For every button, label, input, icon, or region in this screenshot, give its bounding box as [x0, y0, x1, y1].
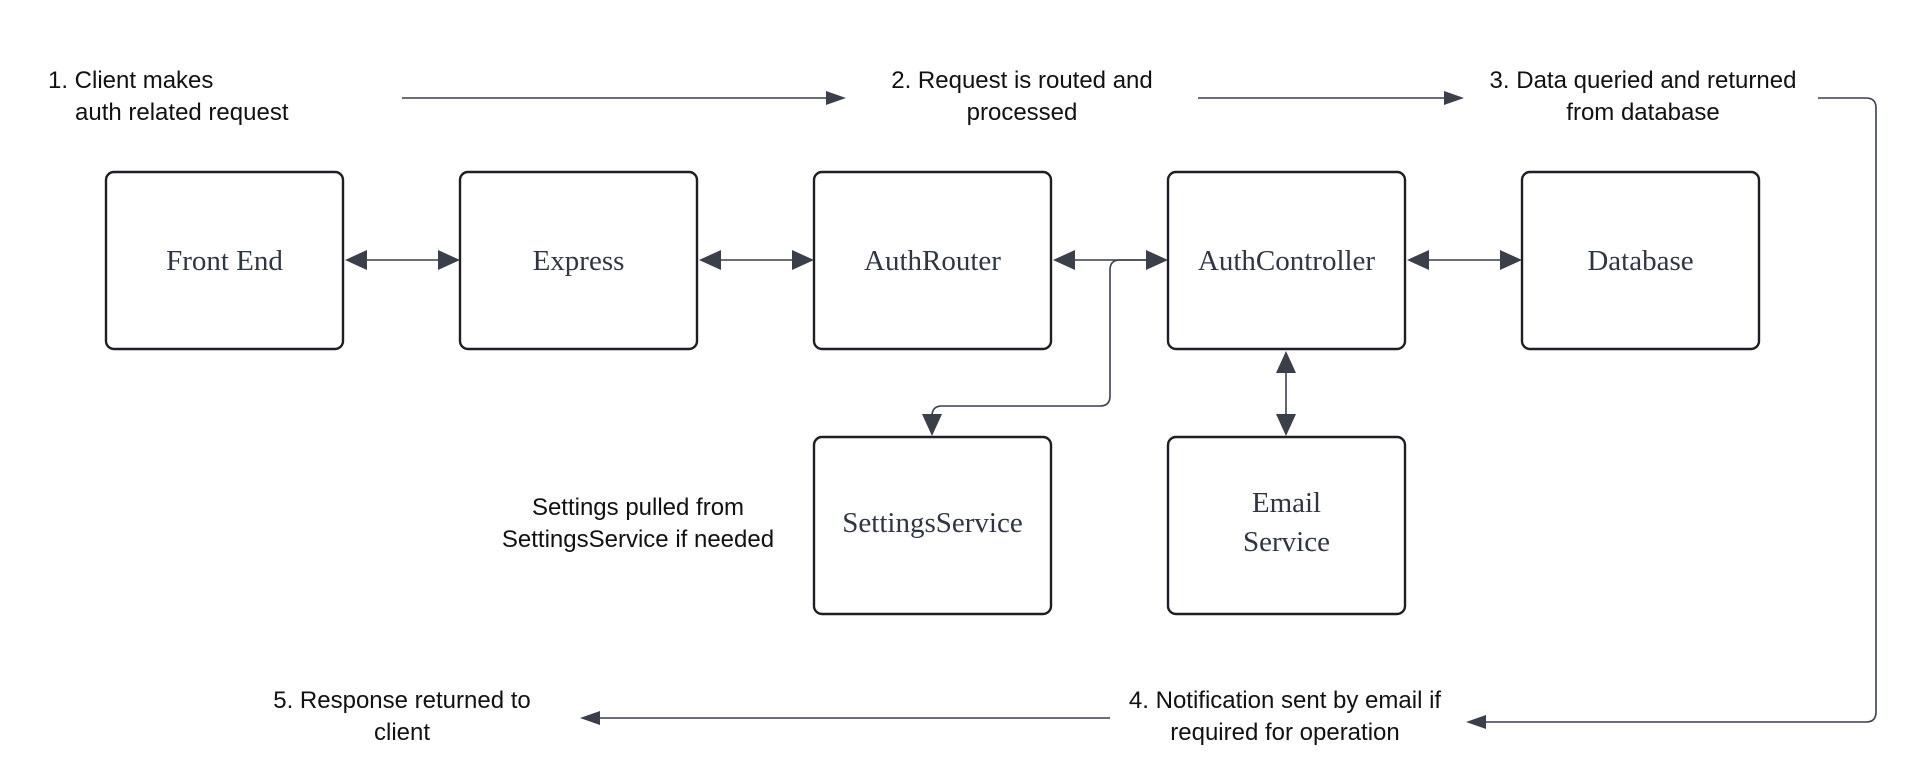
step4-label-line2: required for operation [1170, 719, 1399, 746]
node-database-label: Database [1587, 245, 1693, 277]
node-front-end-label: Front End [166, 245, 283, 277]
connector-authcontroller-emailservice [1276, 351, 1296, 436]
node-auth-controller: AuthController [1166, 170, 1407, 351]
settings-note-line2: SettingsService if needed [502, 526, 774, 553]
step5-label-line1: 5. Response returned to [273, 687, 531, 714]
connector-authcontroller-database [1407, 250, 1522, 270]
step4-label-line1: 4. Notification sent by email if [1129, 687, 1441, 714]
node-settings-service: SettingsService [812, 435, 1053, 616]
flow-arrow-step1-to-step2 [402, 91, 846, 105]
node-database: Database [1520, 170, 1761, 351]
flow-arrow-step2-to-step3 [1198, 91, 1464, 105]
node-auth-router: AuthRouter [812, 170, 1053, 351]
step3-label-line2: from database [1566, 99, 1719, 126]
connector-frontend-express [345, 250, 460, 270]
step3-label-line1: 3. Data queried and returned [1490, 67, 1797, 94]
node-email-service-label-line1: Email [1252, 487, 1321, 519]
step2-label-line1: 2. Request is routed and [891, 67, 1153, 94]
node-email-service: Email Service [1166, 435, 1407, 616]
node-auth-controller-label: AuthController [1198, 245, 1376, 277]
flow-arrow-step3-to-step4 [1466, 97, 1877, 729]
node-front-end: Front End [104, 170, 345, 351]
node-express-label: Express [533, 245, 625, 277]
settings-note-line1: Settings pulled from [532, 494, 744, 521]
step1-label-line2: auth related request [75, 99, 289, 126]
node-express: Express [458, 170, 699, 351]
connector-to-settingsservice [922, 259, 1148, 436]
step2-label-line2: processed [967, 99, 1078, 126]
step5-label-line2: client [374, 719, 430, 746]
node-email-service-label-line2: Service [1243, 526, 1330, 558]
flow-arrow-step4-to-step5 [580, 711, 1110, 725]
node-settings-service-label: SettingsService [842, 507, 1022, 539]
step1-label-line1: 1. Client makes [48, 67, 213, 94]
node-auth-router-label: AuthRouter [864, 245, 1001, 277]
connector-express-authrouter [699, 250, 814, 270]
